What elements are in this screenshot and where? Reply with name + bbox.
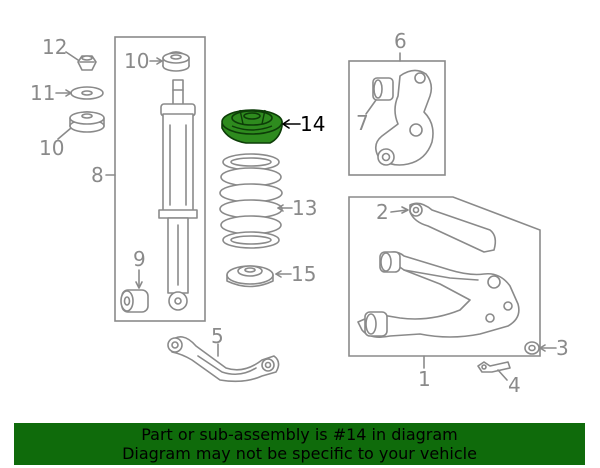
part-11-washer[interactable] <box>70 86 104 100</box>
part-1-lower-arm[interactable] <box>357 251 520 338</box>
control-arm-group-box <box>348 196 541 357</box>
label-7: 7 <box>356 111 369 135</box>
part-13-coil-spring[interactable] <box>219 153 283 249</box>
banner-line-2: Diagram may not be specific to your vehi… <box>122 444 477 463</box>
part-6-knuckle[interactable] <box>374 69 434 166</box>
label-15: 15 <box>291 262 316 286</box>
label-9: 9 <box>133 247 146 271</box>
part-9-bushing[interactable] <box>120 289 149 313</box>
part-10-upper-mount[interactable] <box>162 51 190 72</box>
part-7-bushing[interactable] <box>372 77 394 101</box>
label-5: 5 <box>211 324 224 348</box>
part-14-spring-insulator[interactable] <box>221 109 283 144</box>
shock-group-box <box>114 36 206 322</box>
label-4: 4 <box>508 373 521 397</box>
part-3-nut[interactable] <box>524 341 540 355</box>
banner-line-1: Part or sub-assembly is #14 in diagram <box>141 425 458 444</box>
parts-diagram: 10 8 9 12 11 <box>30 29 569 397</box>
label-12: 12 <box>42 35 67 59</box>
part-10-lower-mount[interactable] <box>69 111 105 133</box>
label-10-upper: 10 <box>124 49 149 73</box>
info-banner: Part or sub-assembly is #14 in diagram D… <box>14 423 585 465</box>
knuckle-group-box <box>348 60 446 176</box>
label-13: 13 <box>292 196 317 220</box>
part-15-lower-insulator[interactable] <box>226 265 274 288</box>
part-4-bolt[interactable] <box>477 361 511 373</box>
label-3: 3 <box>556 336 569 360</box>
label-11: 11 <box>30 81 55 105</box>
part-12-nut[interactable] <box>77 55 97 71</box>
label-10-lower: 10 <box>39 136 64 160</box>
label-2: 2 <box>376 200 389 224</box>
label-14: 14 <box>300 112 325 136</box>
part-2-upper-arm[interactable] <box>409 202 497 253</box>
label-1: 1 <box>418 367 431 391</box>
label-6: 6 <box>394 29 407 53</box>
part-8-shock-absorber[interactable] <box>158 79 198 311</box>
label-8: 8 <box>91 163 104 187</box>
part-5-arm[interactable] <box>167 336 280 383</box>
